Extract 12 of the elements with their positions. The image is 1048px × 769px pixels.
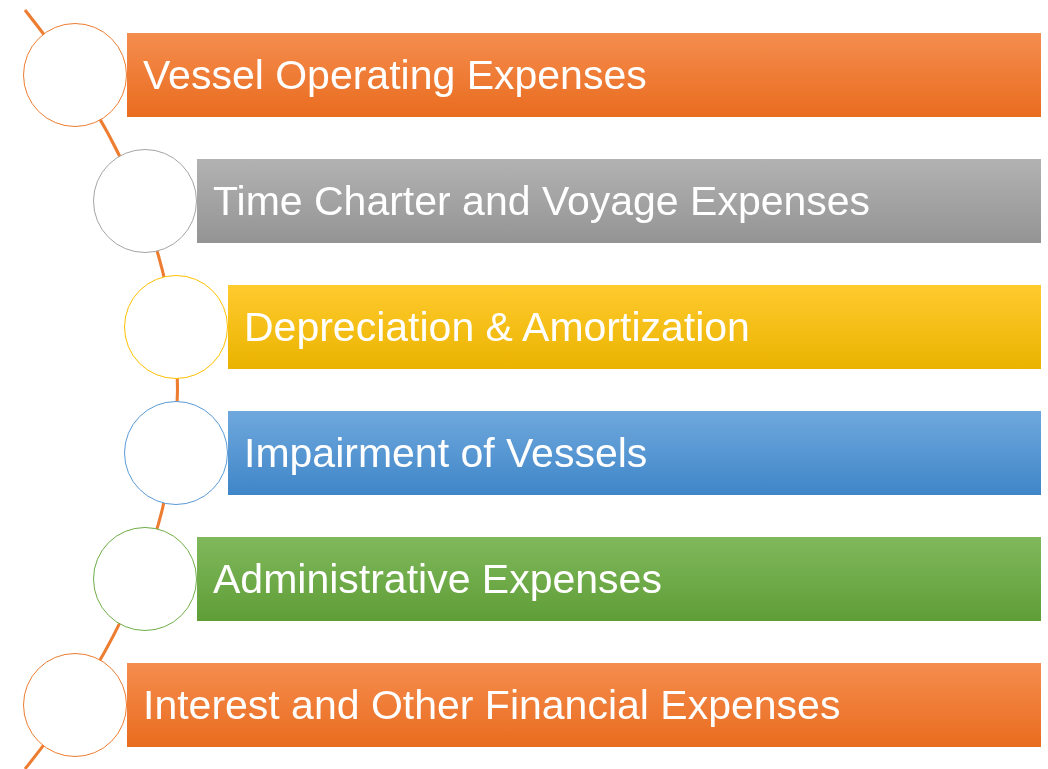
list-bar bbox=[127, 33, 1041, 117]
bar-label: Vessel Operating Expenses bbox=[143, 54, 647, 96]
bar-label: Impairment of Vessels bbox=[244, 432, 648, 474]
bar-label: Depreciation & Amortization bbox=[244, 306, 750, 348]
list-bar bbox=[197, 159, 1041, 243]
bar-label: Time Charter and Voyage Expenses bbox=[213, 180, 871, 222]
bar-label: Administrative Expenses bbox=[213, 558, 662, 600]
list-bar bbox=[127, 663, 1041, 747]
list-bar bbox=[197, 537, 1041, 621]
bar-label: Interest and Other Financial Expenses bbox=[143, 684, 841, 726]
list-bar bbox=[228, 411, 1041, 495]
list-bar bbox=[228, 285, 1041, 369]
